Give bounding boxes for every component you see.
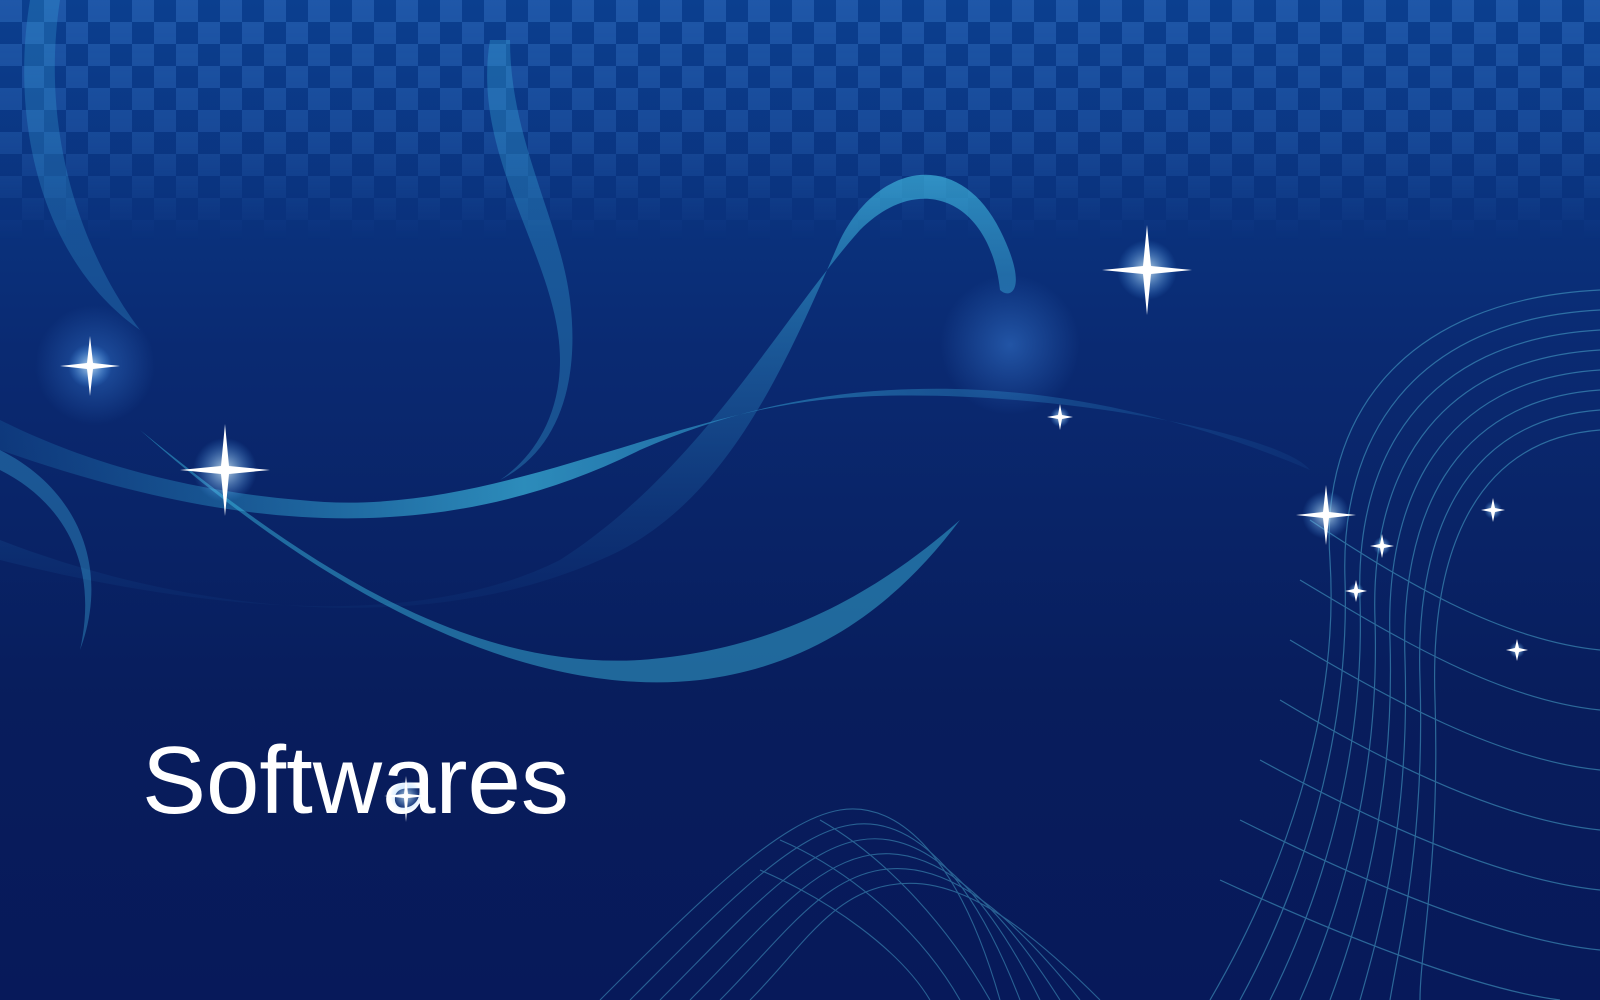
sparkle-icon	[1345, 580, 1367, 602]
sparkle-icon	[1481, 498, 1505, 522]
sparkle-icon	[1370, 534, 1394, 558]
slide-title: Softwares	[142, 727, 569, 834]
sparkle-icon	[1506, 639, 1528, 661]
sparkle-icon	[180, 424, 270, 516]
sparkle-icon	[1047, 404, 1073, 430]
sparkle-icon	[1296, 485, 1356, 545]
sparkle-icon	[1102, 225, 1192, 315]
sparkle-icon	[60, 336, 120, 396]
